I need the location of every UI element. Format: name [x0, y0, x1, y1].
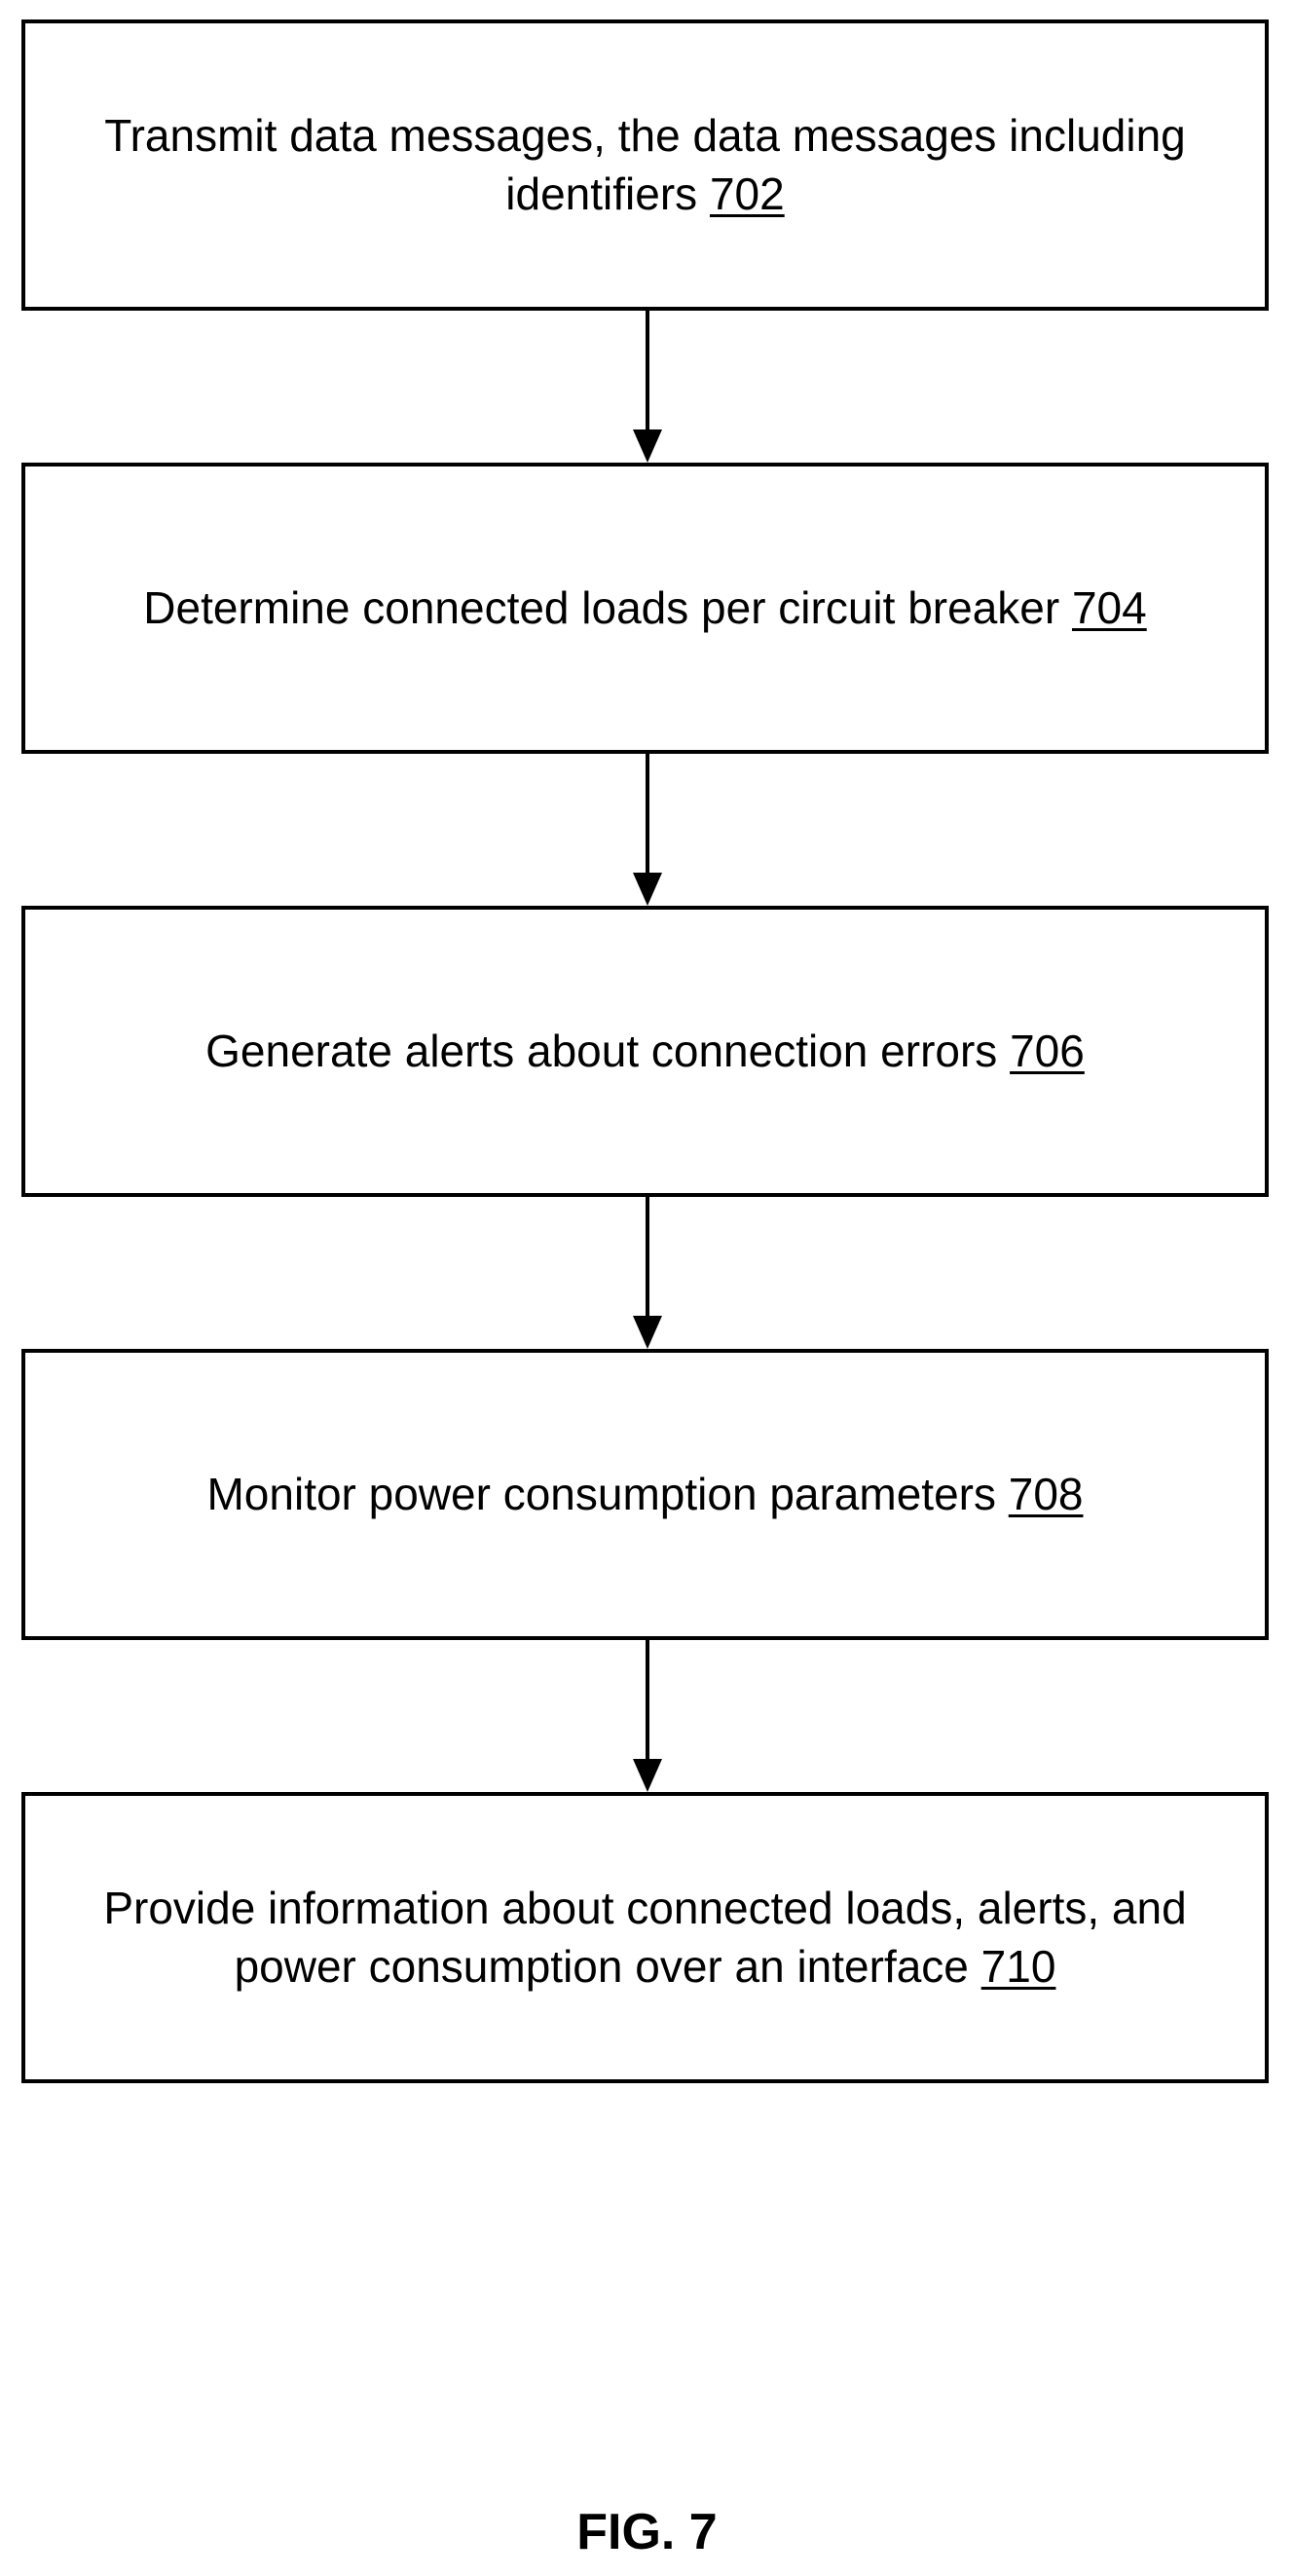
- arrow-704-to-706: [633, 754, 662, 906]
- step-text-704: Determine connected loads per circuit br…: [143, 582, 1059, 633]
- step-label-710: Provide information about connected load…: [53, 1880, 1238, 1997]
- step-box-704: Determine connected loads per circuit br…: [21, 463, 1269, 754]
- arrow-708-to-710: [633, 1640, 662, 1792]
- step-label-702: Transmit data messages, the data message…: [53, 107, 1238, 224]
- step-box-710: Provide information about connected load…: [21, 1792, 1269, 2083]
- step-text-708: Monitor power consumption parameters: [206, 1469, 995, 1519]
- step-label-704: Determine connected loads per circuit br…: [143, 579, 1146, 638]
- step-text-702: Transmit data messages, the data message…: [104, 110, 1186, 219]
- step-label-706: Generate alerts about connection errors …: [205, 1023, 1085, 1081]
- step-text-706: Generate alerts about connection errors: [205, 1026, 997, 1076]
- step-ref-708: 708: [1009, 1469, 1084, 1519]
- step-box-706: Generate alerts about connection errors …: [21, 906, 1269, 1197]
- step-label-708: Monitor power consumption parameters 708: [206, 1466, 1083, 1524]
- step-ref-704: 704: [1072, 582, 1147, 633]
- step-box-702: Transmit data messages, the data message…: [21, 19, 1269, 311]
- step-ref-710: 710: [981, 1941, 1056, 1992]
- arrow-702-to-704: [633, 311, 662, 463]
- arrow-706-to-708: [633, 1197, 662, 1349]
- step-ref-706: 706: [1010, 1026, 1085, 1076]
- step-box-708: Monitor power consumption parameters 708: [21, 1349, 1269, 1640]
- figure-label: FIG. 7: [0, 2503, 1294, 2561]
- step-ref-702: 702: [710, 168, 785, 219]
